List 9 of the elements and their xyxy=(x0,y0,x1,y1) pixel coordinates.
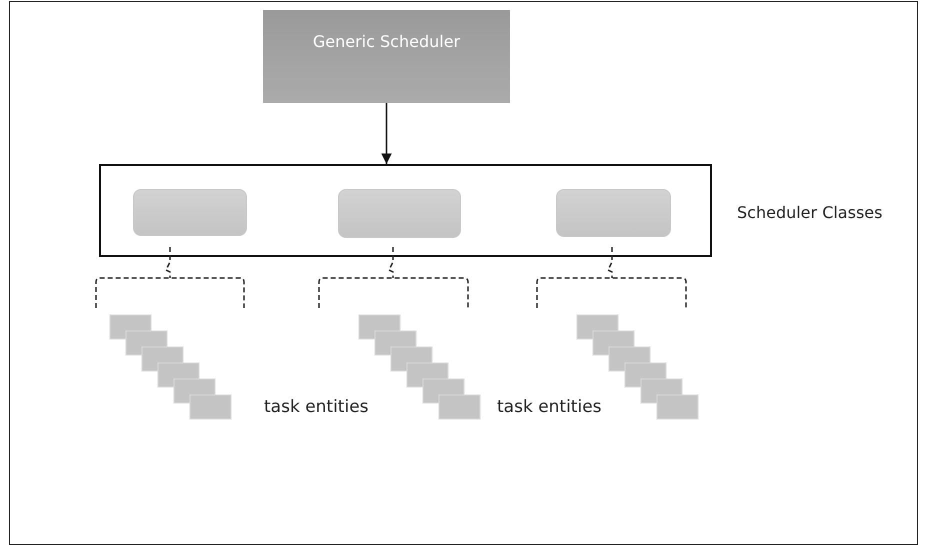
scheduler-class-box xyxy=(338,189,461,238)
scheduler-class-box xyxy=(133,189,247,236)
container-caption: Scheduler Classes xyxy=(737,203,882,222)
scheduler-class-box xyxy=(556,189,671,237)
container-box xyxy=(99,164,712,257)
scheduler-title: Generic Scheduler xyxy=(312,32,460,51)
stack-label: task entities xyxy=(497,397,602,417)
stack-label: task entities xyxy=(264,397,369,417)
arrow xyxy=(381,103,392,164)
